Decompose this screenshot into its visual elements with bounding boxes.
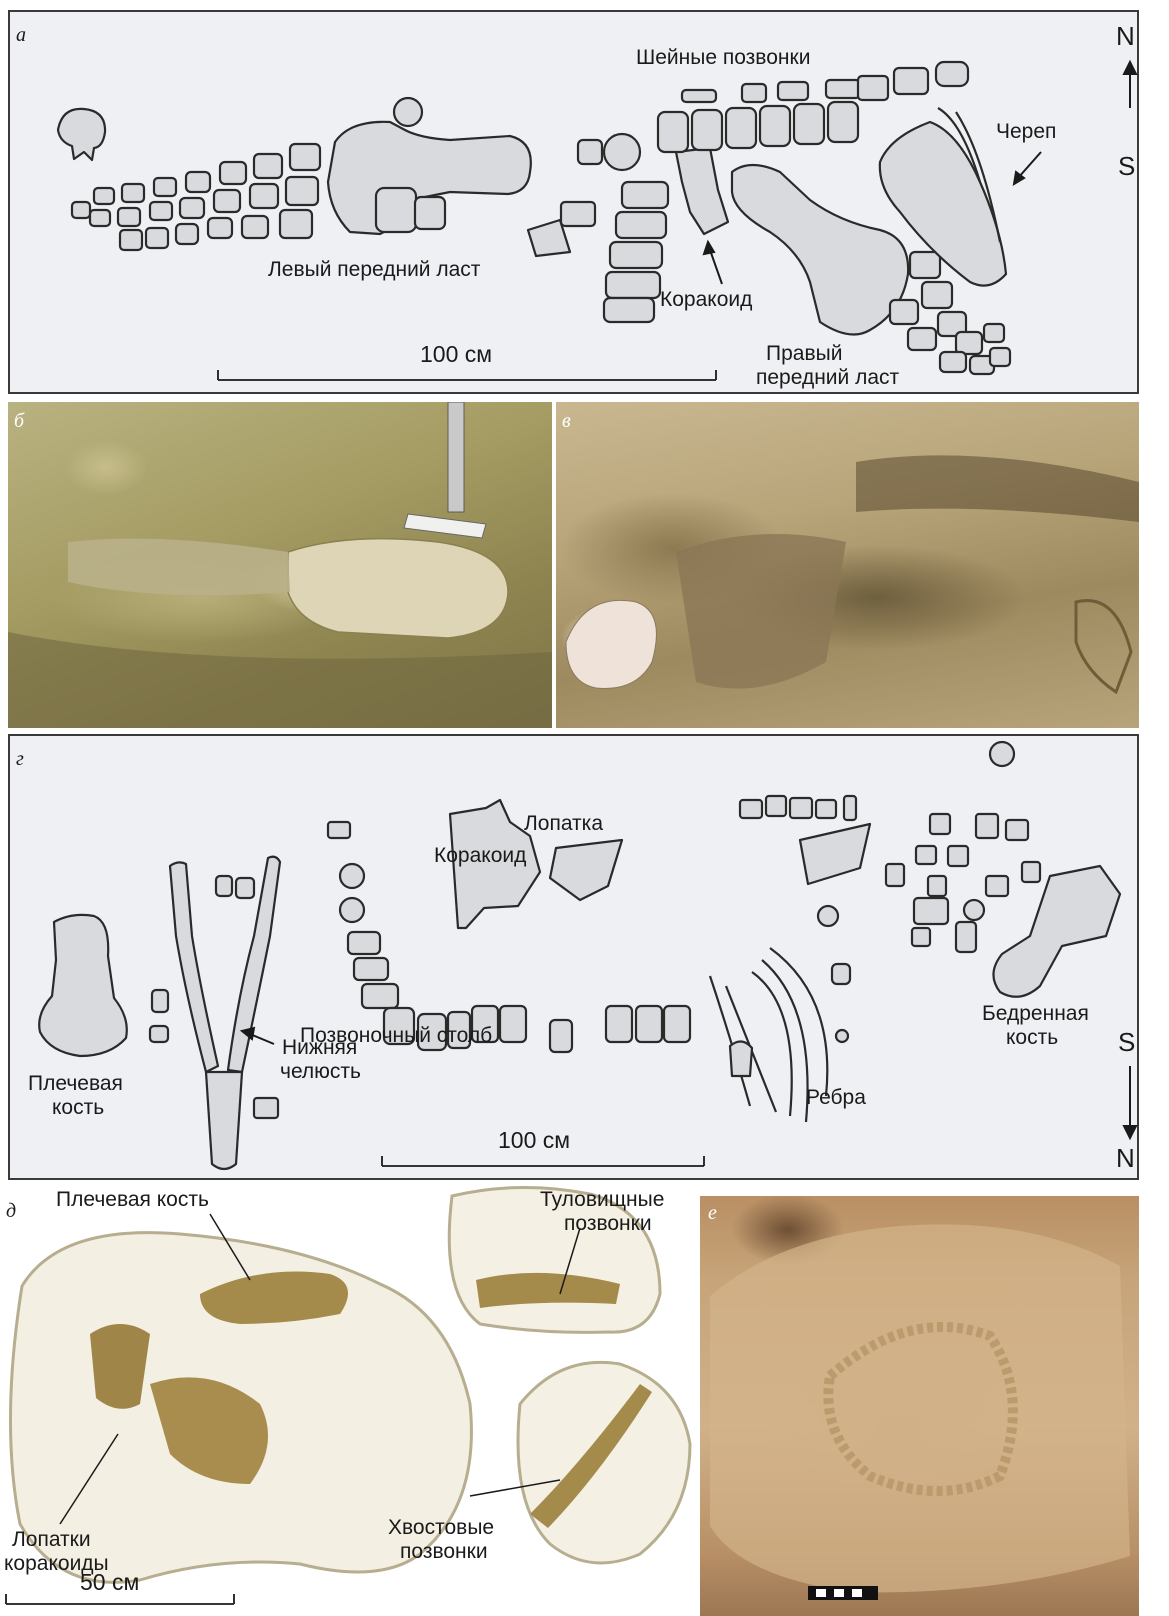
scale-label: 50 см: [80, 1570, 139, 1594]
label-humerus: Плечевая кость: [56, 1188, 209, 1212]
compass-bottom: S: [1118, 154, 1135, 178]
bone-fragment: [236, 878, 254, 898]
compass-bottom: N: [1116, 1146, 1135, 1170]
vertebra-round: [604, 134, 640, 170]
label-femur: Бедренная: [982, 1002, 1089, 1026]
bone-fragment: [216, 876, 232, 896]
label-left-flipper: Левый передний ласт: [268, 258, 480, 282]
panel-letter: д: [6, 1200, 16, 1223]
bone-fragment: [152, 990, 168, 1012]
panel-g-drawing: [10, 736, 1141, 1182]
label-ribs: Ребра: [806, 1086, 866, 1110]
panel-v-photo: в: [556, 402, 1139, 728]
label-coracoid: Коракоид: [434, 844, 526, 868]
scale-label: 100 см: [498, 1128, 570, 1152]
plaster-jacket-tail: [518, 1362, 690, 1563]
loose-bone: [578, 140, 602, 164]
right-cluster-fragments: [886, 814, 1040, 952]
trench-shadow: [856, 455, 1139, 522]
scale-bar: [6, 1594, 234, 1604]
dorsal-vertebrae: [604, 182, 668, 322]
label-humerus: Плечевая: [28, 1072, 123, 1096]
jaw-ramus-left: [170, 862, 218, 1072]
hammer-head: [404, 514, 486, 538]
panel-a-drawing: [10, 12, 1141, 396]
label-jaw: Нижняя: [282, 1036, 357, 1060]
label-scapula: Лопатка: [524, 812, 603, 836]
bone-fragment: [254, 1098, 278, 1118]
shadow: [8, 632, 552, 728]
hammer-handle: [448, 402, 464, 512]
scale-bar: [218, 370, 716, 380]
isolated-vertebra: [58, 109, 105, 160]
vertebra-round: [818, 906, 838, 926]
panel-letter: е: [708, 1202, 717, 1225]
label-right-flipper: Правый: [766, 342, 842, 366]
compass-top: S: [1118, 1030, 1135, 1054]
scapula-fragment: [800, 824, 870, 884]
panel-g-diagram: г Лопатка Коракоид Позвоночный столб Ниж…: [8, 734, 1139, 1180]
loose-bone: [561, 202, 595, 226]
jaw-symphysis: [206, 1072, 242, 1169]
panel-b-fossil: [8, 402, 552, 728]
coracoid-arrow: [710, 250, 722, 284]
panel-letter: в: [562, 410, 571, 433]
rock-block: [710, 1224, 1130, 1592]
panel-letter: а: [16, 24, 26, 47]
label-tail-2: позвонки: [400, 1540, 488, 1564]
panel-a-diagram: а Шейные позвонки Череп Левый передний л…: [8, 10, 1139, 394]
compass-arrow-head: [1124, 62, 1136, 74]
bone-fragment: [150, 1026, 168, 1042]
scale-label: 100 см: [420, 342, 492, 366]
label-coracoid: Коракоид: [660, 288, 752, 312]
humerus-photo: [566, 600, 656, 688]
skull-arrow: [1018, 152, 1041, 178]
panel-e-block: [700, 1196, 1139, 1616]
humerus: [39, 915, 127, 1056]
coracoid: [676, 148, 728, 234]
round-bone: [394, 98, 422, 126]
vertebra-round: [836, 1030, 848, 1042]
label-jaw-2: челюсть: [280, 1060, 361, 1084]
scapula: [550, 840, 622, 900]
vertebral-fragments-top: [740, 796, 856, 820]
panel-e-photo: е: [700, 1196, 1139, 1616]
vertebra-round: [990, 742, 1014, 766]
label-trunk: Туловищные: [540, 1188, 664, 1212]
scapula-fossil: [90, 1324, 150, 1409]
label-trunk-2: позвонки: [564, 1212, 652, 1236]
flipper-photo: [68, 539, 290, 596]
coracoid-arrow-head: [704, 242, 714, 254]
label-cervical: Шейные позвонки: [636, 46, 810, 70]
label-right-flipper-2: передний ласт: [756, 366, 899, 390]
right-humerus: [732, 165, 908, 335]
panel-v-fossil: [556, 402, 1139, 728]
panel-letter: г: [16, 748, 24, 771]
panel-b-photo: б: [8, 402, 552, 728]
compass-arrow-head: [1124, 1126, 1136, 1138]
label-scapula: Лопатки: [12, 1528, 91, 1552]
label-tail: Хвостовые: [388, 1516, 494, 1540]
compass-top: N: [1116, 24, 1135, 48]
vertebra: [832, 964, 850, 984]
rib-fragment: [730, 1041, 752, 1076]
block-photo: [676, 534, 846, 689]
femur: [993, 866, 1120, 997]
panel-letter: б: [14, 410, 24, 433]
label-skull: Череп: [996, 120, 1056, 144]
label-humerus-2: кость: [52, 1096, 104, 1120]
scale-bar: [382, 1156, 704, 1166]
humerus-photo: [288, 539, 508, 638]
label-femur-2: кость: [1006, 1026, 1058, 1050]
ribs-photo: [1076, 601, 1131, 692]
panel-d-photo: д Плечевая кость Туловищные позвонки Лоп…: [0, 1184, 696, 1616]
vertebra-round: [964, 900, 984, 920]
